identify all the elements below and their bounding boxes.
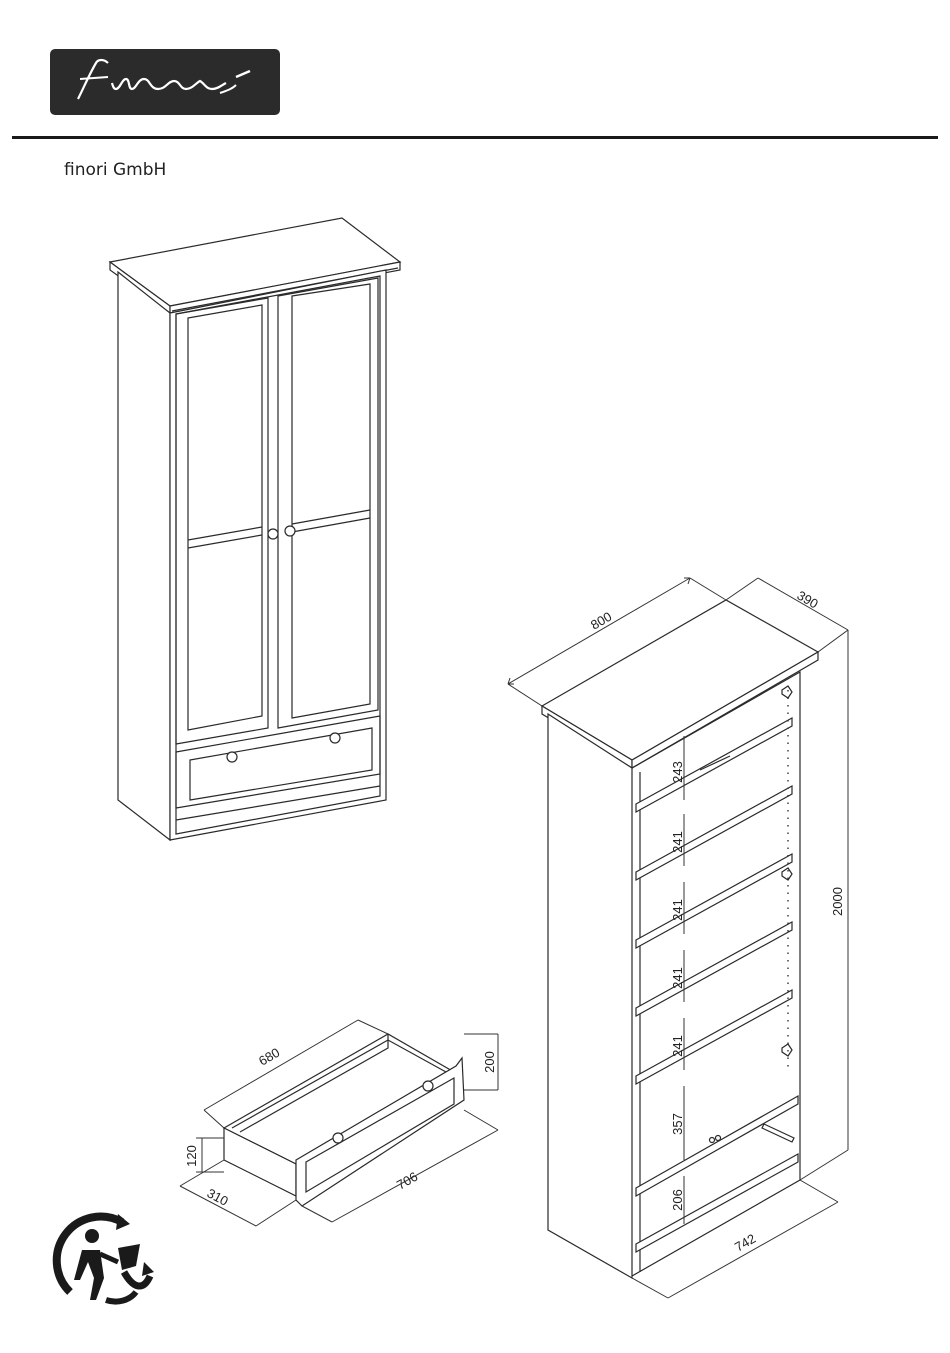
dim-drawer-inner-length: 680: [256, 1045, 282, 1069]
dim-height: 2000: [830, 887, 845, 916]
svg-text:241: 241: [670, 899, 685, 921]
drawer-dimension-drawing: 680 200 706 120 310: [180, 1020, 498, 1226]
recycling-disposal-icon: [57, 1214, 154, 1302]
dim-inner-width: 742: [732, 1231, 758, 1255]
svg-text:241: 241: [670, 831, 685, 853]
shelf-dimension-drawing: 800 390 2000 742 243 241 241 241 241 357: [508, 578, 848, 1298]
svg-text:357: 357: [670, 1113, 685, 1135]
wardrobe-drawing: [110, 218, 400, 840]
svg-text:206: 206: [670, 1189, 685, 1211]
svg-text:243: 243: [670, 761, 685, 783]
dim-drawer-front-length: 706: [394, 1169, 420, 1193]
shelf-spacing-dimensions: 243 241 241 241 241 357 206: [670, 736, 685, 1224]
dim-depth: 390: [795, 588, 821, 612]
svg-text:241: 241: [670, 967, 685, 989]
dim-drawer-depth: 310: [205, 1185, 231, 1208]
dim-drawer-front-height: 200: [482, 1051, 497, 1073]
dim-width: 800: [588, 609, 614, 633]
svg-text:241: 241: [670, 1035, 685, 1057]
dim-drawer-side-height: 120: [184, 1145, 199, 1167]
shelves: [636, 718, 798, 1252]
